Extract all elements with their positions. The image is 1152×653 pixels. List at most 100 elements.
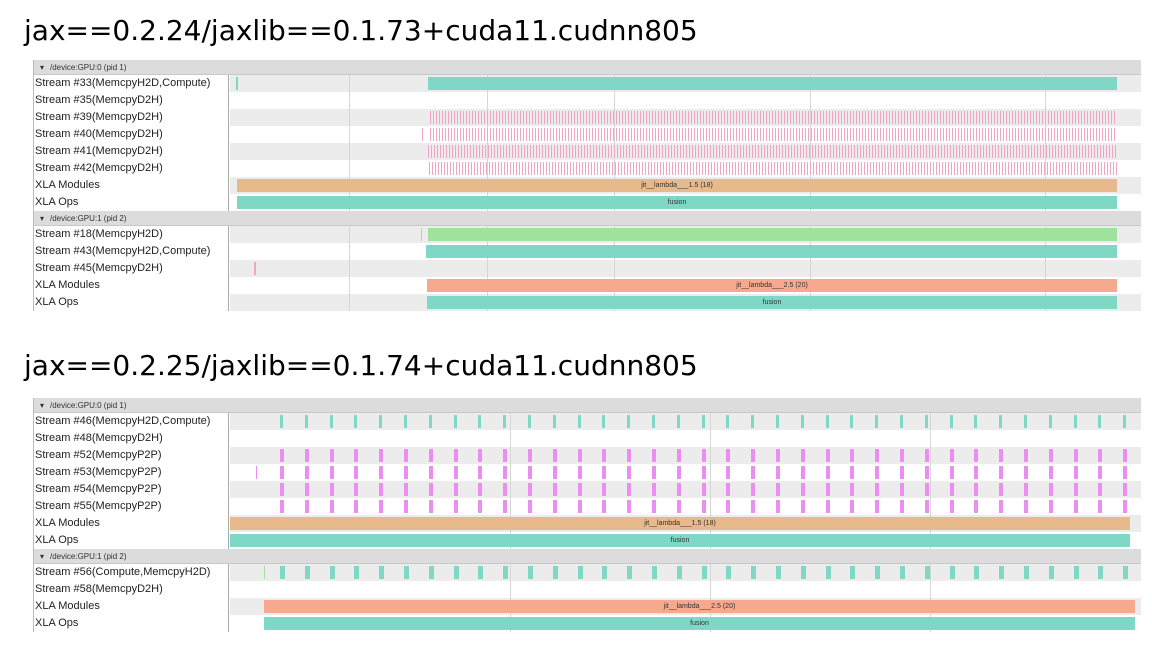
event-tick[interactable] <box>974 566 980 579</box>
event-tick[interactable] <box>602 566 608 579</box>
event-tick[interactable] <box>354 449 359 462</box>
event-tick[interactable] <box>924 466 929 479</box>
event-tick[interactable] <box>528 466 532 479</box>
event-tick[interactable] <box>652 500 656 513</box>
event-tick[interactable] <box>1098 415 1102 428</box>
event-dense-block[interactable] <box>428 145 1117 158</box>
track-lane[interactable] <box>230 430 1141 447</box>
event-tick[interactable] <box>354 566 360 579</box>
event-tick[interactable] <box>974 500 979 513</box>
track-label[interactable]: Stream #43(MemcpyH2D,Compute) <box>34 243 229 260</box>
event-tick[interactable] <box>726 415 730 428</box>
event-tick[interactable] <box>404 466 408 479</box>
event-tick[interactable] <box>422 128 423 141</box>
event-tick[interactable] <box>751 483 756 496</box>
event-tick[interactable] <box>924 415 928 428</box>
event-tick[interactable] <box>1048 466 1053 479</box>
event-tick[interactable] <box>304 500 309 513</box>
event-tick[interactable] <box>453 566 459 579</box>
event-tick[interactable] <box>875 500 880 513</box>
track-lane[interactable] <box>230 260 1141 277</box>
event-tick[interactable] <box>1048 566 1054 579</box>
event-tick[interactable] <box>354 483 359 496</box>
track-label[interactable]: XLA Ops <box>34 615 229 632</box>
event-tick[interactable] <box>602 483 607 496</box>
event-tick[interactable] <box>627 466 632 479</box>
event-tick[interactable] <box>875 483 880 496</box>
event-tick[interactable] <box>379 415 383 428</box>
event-tick[interactable] <box>453 500 458 513</box>
event-tick[interactable] <box>875 466 880 479</box>
event-tick[interactable] <box>652 566 657 579</box>
event-tick[interactable] <box>478 500 483 513</box>
track-lane[interactable]: jit__lambda___2.5 (20) <box>230 277 1141 294</box>
track-lane[interactable] <box>230 75 1141 92</box>
event-tick[interactable] <box>726 500 731 513</box>
event-tick[interactable] <box>627 415 631 428</box>
event-tick[interactable] <box>428 415 432 428</box>
event-tick[interactable] <box>825 415 829 428</box>
track-label[interactable]: Stream #58(MemcpyD2H) <box>34 581 229 598</box>
track-label[interactable]: Stream #53(MemcpyP2P) <box>34 464 229 481</box>
event-tick[interactable] <box>751 415 755 428</box>
event-tick[interactable] <box>552 566 558 579</box>
expand-triangle-icon[interactable]: ▾ <box>40 552 45 561</box>
track-label[interactable]: Stream #42(MemcpyD2H) <box>34 160 229 177</box>
event-tick[interactable] <box>354 466 359 479</box>
event-tick[interactable] <box>850 415 854 428</box>
track-label[interactable]: Stream #41(MemcpyD2H) <box>34 143 229 160</box>
event-tick[interactable] <box>999 449 1004 462</box>
event-tick[interactable] <box>751 466 756 479</box>
event-tick[interactable] <box>304 415 308 428</box>
event-tick[interactable] <box>1073 483 1078 496</box>
event-tick[interactable] <box>552 449 557 462</box>
track-label[interactable]: XLA Ops <box>34 194 229 211</box>
event-tick[interactable] <box>627 566 633 579</box>
event-tick[interactable] <box>652 449 656 462</box>
track-lane[interactable]: jit__lambda___2.5 (20) <box>230 598 1141 615</box>
track-label[interactable]: Stream #46(MemcpyH2D,Compute) <box>34 413 229 430</box>
event-tick[interactable] <box>676 466 681 479</box>
event-tick[interactable] <box>1123 449 1128 462</box>
event-tick[interactable] <box>800 483 805 496</box>
event-tick[interactable] <box>602 449 607 462</box>
track-lane[interactable] <box>230 498 1141 515</box>
track-lane[interactable]: fusion <box>230 615 1141 632</box>
event-tick[interactable] <box>577 415 581 428</box>
event-tick[interactable] <box>329 449 334 462</box>
event-tick[interactable] <box>949 500 954 513</box>
event-dense-block[interactable] <box>426 245 1117 258</box>
track-lane[interactable] <box>230 143 1141 160</box>
event-tick[interactable] <box>776 500 780 513</box>
event-tick[interactable] <box>776 566 781 579</box>
event-tick[interactable] <box>776 483 780 496</box>
event-tick[interactable] <box>404 483 408 496</box>
event-tick[interactable] <box>478 449 483 462</box>
event-tick[interactable] <box>236 77 238 90</box>
event-tick[interactable] <box>1098 449 1103 462</box>
event-tick[interactable] <box>552 500 557 513</box>
event-tick[interactable] <box>999 483 1004 496</box>
event-tick[interactable] <box>428 566 434 579</box>
event-tick[interactable] <box>751 500 756 513</box>
event-tick[interactable] <box>280 483 284 496</box>
event-tick[interactable] <box>528 483 532 496</box>
event-tick[interactable] <box>280 566 285 579</box>
event-tick[interactable] <box>503 415 507 428</box>
track-label[interactable]: Stream #55(MemcpyP2P) <box>34 498 229 515</box>
event-tick[interactable] <box>924 500 929 513</box>
event-tick[interactable] <box>1123 500 1128 513</box>
event-dense-block[interactable] <box>430 111 1117 124</box>
event-tick[interactable] <box>329 566 335 579</box>
event-tick[interactable] <box>354 415 358 428</box>
event-tick[interactable] <box>974 415 978 428</box>
event-tick[interactable] <box>676 566 682 579</box>
event-tick[interactable] <box>1024 483 1028 496</box>
event-tick[interactable] <box>900 500 904 513</box>
event-tick[interactable] <box>776 449 780 462</box>
event-tick[interactable] <box>924 483 929 496</box>
bottom-gpu1-header[interactable]: ▾/device:GPU:1 (pid 2) <box>34 549 1141 564</box>
event-bar[interactable]: fusion <box>427 296 1117 309</box>
event-tick[interactable] <box>329 483 334 496</box>
track-lane[interactable] <box>230 126 1141 143</box>
